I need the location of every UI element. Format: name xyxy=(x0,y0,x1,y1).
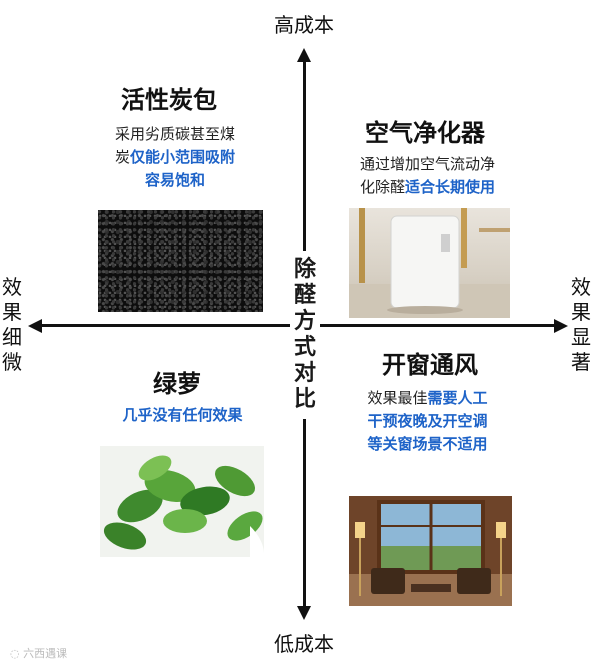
air-purifier-image xyxy=(349,208,510,318)
open-window-image xyxy=(349,496,512,606)
pothos-plant-illustration xyxy=(103,455,264,557)
quadrant-title-carbon: 活性炭包 xyxy=(121,86,217,114)
arrow-up-icon xyxy=(297,48,311,62)
diagram-center-title: 除醛方式对比 xyxy=(290,251,320,419)
desc-line: 等关窗场景不适用 xyxy=(367,435,488,453)
desc-line: 化除醛适合长期使用 xyxy=(359,178,496,196)
quadrant-title-pothos: 绿萝 xyxy=(153,370,201,398)
desc-line: 干预夜晚及开空调 xyxy=(367,412,488,430)
axis-left-label: 效果细微 xyxy=(2,275,22,374)
quadrant-desc-purifier: 通过增加空气流动净 化除醛适合长期使用 xyxy=(345,153,510,199)
air-purifier-illustration xyxy=(349,208,510,318)
activated-carbon-image xyxy=(98,210,263,312)
quadrant-title-ventilation: 开窗通风 xyxy=(382,351,478,379)
desc-line: 容易饱和 xyxy=(144,171,205,189)
axis-right-label: 效果显著 xyxy=(571,275,591,374)
quadrant-desc-carbon: 采用劣质碳甚至煤 炭仅能小范围吸附 容易饱和 xyxy=(100,123,250,192)
quadrant-title-purifier: 空气净化器 xyxy=(365,119,485,147)
desc-line: 炭仅能小范围吸附 xyxy=(114,148,236,166)
axis-top-label: 高成本 xyxy=(274,13,334,37)
watermark-logo: ◌ 六西遇课 xyxy=(10,647,68,660)
arrow-right-icon xyxy=(554,319,568,333)
axis-bottom-label: 低成本 xyxy=(274,632,334,656)
quadrant-desc-pothos: 几乎没有任何效果 xyxy=(122,406,243,424)
quadrant-desc-ventilation: 效果最佳需要人工 干预夜晚及开空调 等关窗场景不适用 xyxy=(345,387,510,456)
pothos-plant-image xyxy=(100,446,264,557)
desc-line: 通过增加空气流动净 xyxy=(359,155,495,173)
desc-line: 效果最佳需要人工 xyxy=(367,389,488,407)
desc-line: 采用劣质碳甚至煤 xyxy=(114,125,235,143)
arrow-down-icon xyxy=(297,606,311,620)
open-window-illustration xyxy=(349,496,512,606)
arrow-left-icon xyxy=(28,319,42,333)
watermark-icon: ◌ xyxy=(10,647,20,660)
